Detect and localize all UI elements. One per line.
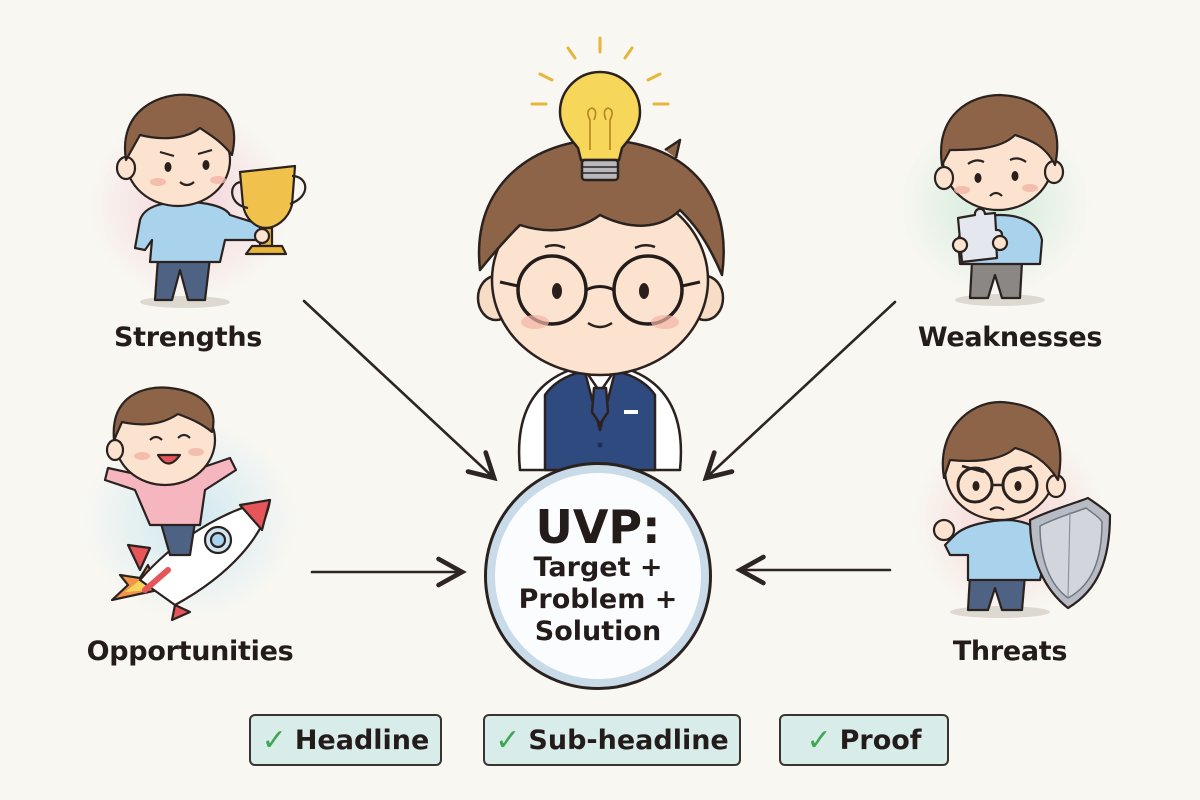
arrow-strengths (302, 299, 498, 482)
uvp-line-target: Target + (533, 551, 663, 583)
chip-proof-label: Proof (839, 724, 922, 756)
uvp-title: UVP: (535, 500, 661, 555)
opportunities-figure (103, 386, 272, 622)
chip-sub-headline-label: Sub-headline (528, 724, 729, 756)
chip-headline: ✓ Headline (249, 714, 442, 766)
label-opportunities: Opportunities (86, 636, 294, 667)
uvp-circle: UVP: Target + Problem + Solution (484, 462, 712, 690)
label-strengths: Strengths (113, 322, 263, 353)
chip-sub-headline: ✓ Sub-headline (483, 714, 741, 766)
check-icon: ✓ (806, 722, 832, 758)
chip-headline-label: Headline (294, 724, 430, 756)
label-weaknesses: Weaknesses (917, 322, 1103, 353)
center-businessman-figure (476, 138, 725, 472)
threats-figure (932, 400, 1112, 618)
chip-proof: ✓ Proof (779, 714, 949, 766)
check-icon: ✓ (495, 722, 521, 758)
rocket-icon (110, 498, 272, 622)
strengths-figure (115, 93, 307, 308)
arrow-weaknesses (702, 300, 897, 482)
label-threats: Threats (952, 636, 1068, 667)
uvp-line-problem: Problem + (518, 583, 678, 615)
lightbulb-icon (530, 36, 670, 182)
shield-icon (1028, 496, 1112, 610)
uvp-line-solution: Solution (534, 616, 662, 648)
check-icon: ✓ (261, 722, 287, 758)
puzzle-piece-icon (956, 207, 1004, 264)
weaknesses-figure (933, 93, 1065, 306)
